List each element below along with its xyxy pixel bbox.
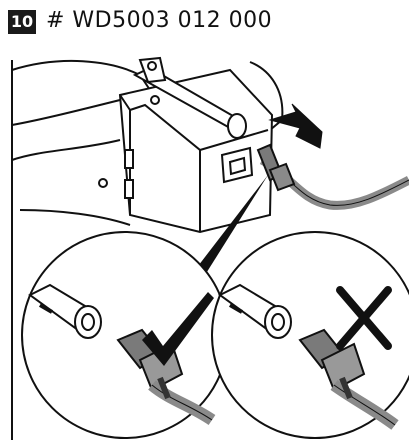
step-number-badge: 10 [8, 10, 36, 34]
detail-circle-correct [21, 231, 229, 439]
step-header: 10 # WD5003 012 000 [0, 0, 409, 40]
assembly-illustration [0, 42, 409, 444]
handle-bar [132, 56, 247, 139]
part-number-title: # WD5003 012 000 [46, 8, 273, 33]
control-box [98, 68, 274, 234]
plug [256, 143, 296, 192]
socket [220, 146, 254, 184]
detail-circle-incorrect [211, 231, 409, 439]
push-arrow-icon [268, 103, 323, 149]
machine-body [11, 59, 284, 226]
check-mark-icon [142, 292, 214, 366]
detail-pointer [195, 175, 268, 275]
cross-mark-icon [336, 286, 392, 350]
